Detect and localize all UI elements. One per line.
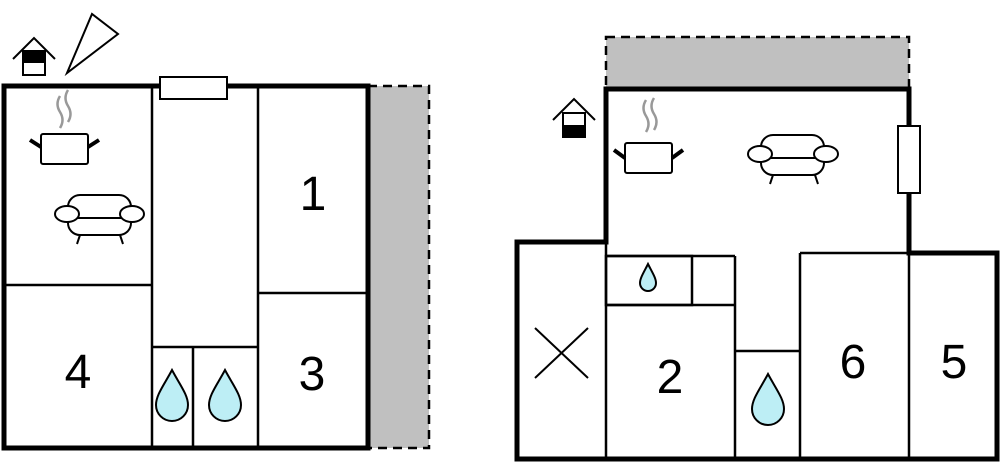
water-drop-icon xyxy=(207,367,243,422)
room-label: 3 xyxy=(299,348,326,401)
room-label: 4 xyxy=(65,346,92,399)
room-label: 5 xyxy=(941,336,968,389)
house-entrance-icon xyxy=(552,97,596,138)
water-drop-icon xyxy=(154,367,190,422)
window xyxy=(159,76,228,100)
room-label: 1 xyxy=(300,168,327,221)
water-drop-icon xyxy=(750,371,786,426)
kitchen-pot-icon xyxy=(28,89,101,165)
house-entrance-icon xyxy=(12,36,56,76)
room-label: 2 xyxy=(657,351,684,404)
left-floor-plan: 1 4 3 xyxy=(1,12,431,451)
room-label: 6 xyxy=(840,336,867,389)
water-drop-icon xyxy=(638,261,658,292)
open-space-cross-icon xyxy=(534,327,589,379)
terrace xyxy=(366,84,431,450)
kitchen-pot-icon xyxy=(612,97,685,174)
sofa-icon xyxy=(747,134,839,185)
terrace xyxy=(604,35,911,90)
window xyxy=(897,125,921,194)
sofa-icon xyxy=(54,194,145,245)
right-floor-plan: 2 6 5 xyxy=(514,35,1000,462)
north-arrow-icon xyxy=(64,12,120,77)
